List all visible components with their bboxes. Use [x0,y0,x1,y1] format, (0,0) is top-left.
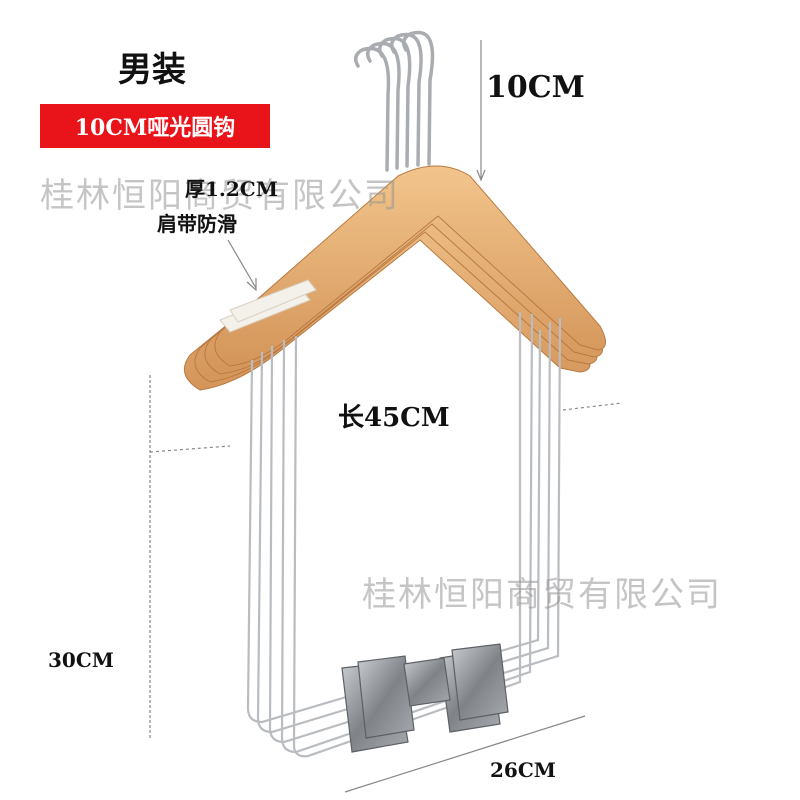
thickness-label: 厚1.2CM [185,177,278,201]
length-label: 长45CM [338,403,450,433]
height-dimension-top [149,445,231,453]
hook-size-label: 10CM [486,70,585,105]
width-dimension-line [344,715,586,793]
anti-slip-strips [219,279,317,333]
hook-badge: 10CM哑光圆钩 [40,104,270,148]
wire-frames [246,312,562,758]
width-label: 26CM [490,758,556,782]
height-label: 30CM [48,648,114,672]
watermark-bottom: 桂林恒阳商贸有限公司 [362,575,722,615]
length-dimension-right [562,402,623,411]
hook-dimension-arrow [476,169,486,182]
watermark-top: 桂林恒阳商贸有限公司 [40,176,400,216]
metal-clips [341,643,509,753]
hooks [354,30,435,172]
thickness-pointer-arrow [246,278,257,292]
dimension-lines [149,40,623,793]
page-title: 男装 [118,50,186,90]
anti-slip-label: 肩带防滑 [157,212,237,236]
thickness-pointer [227,239,257,289]
